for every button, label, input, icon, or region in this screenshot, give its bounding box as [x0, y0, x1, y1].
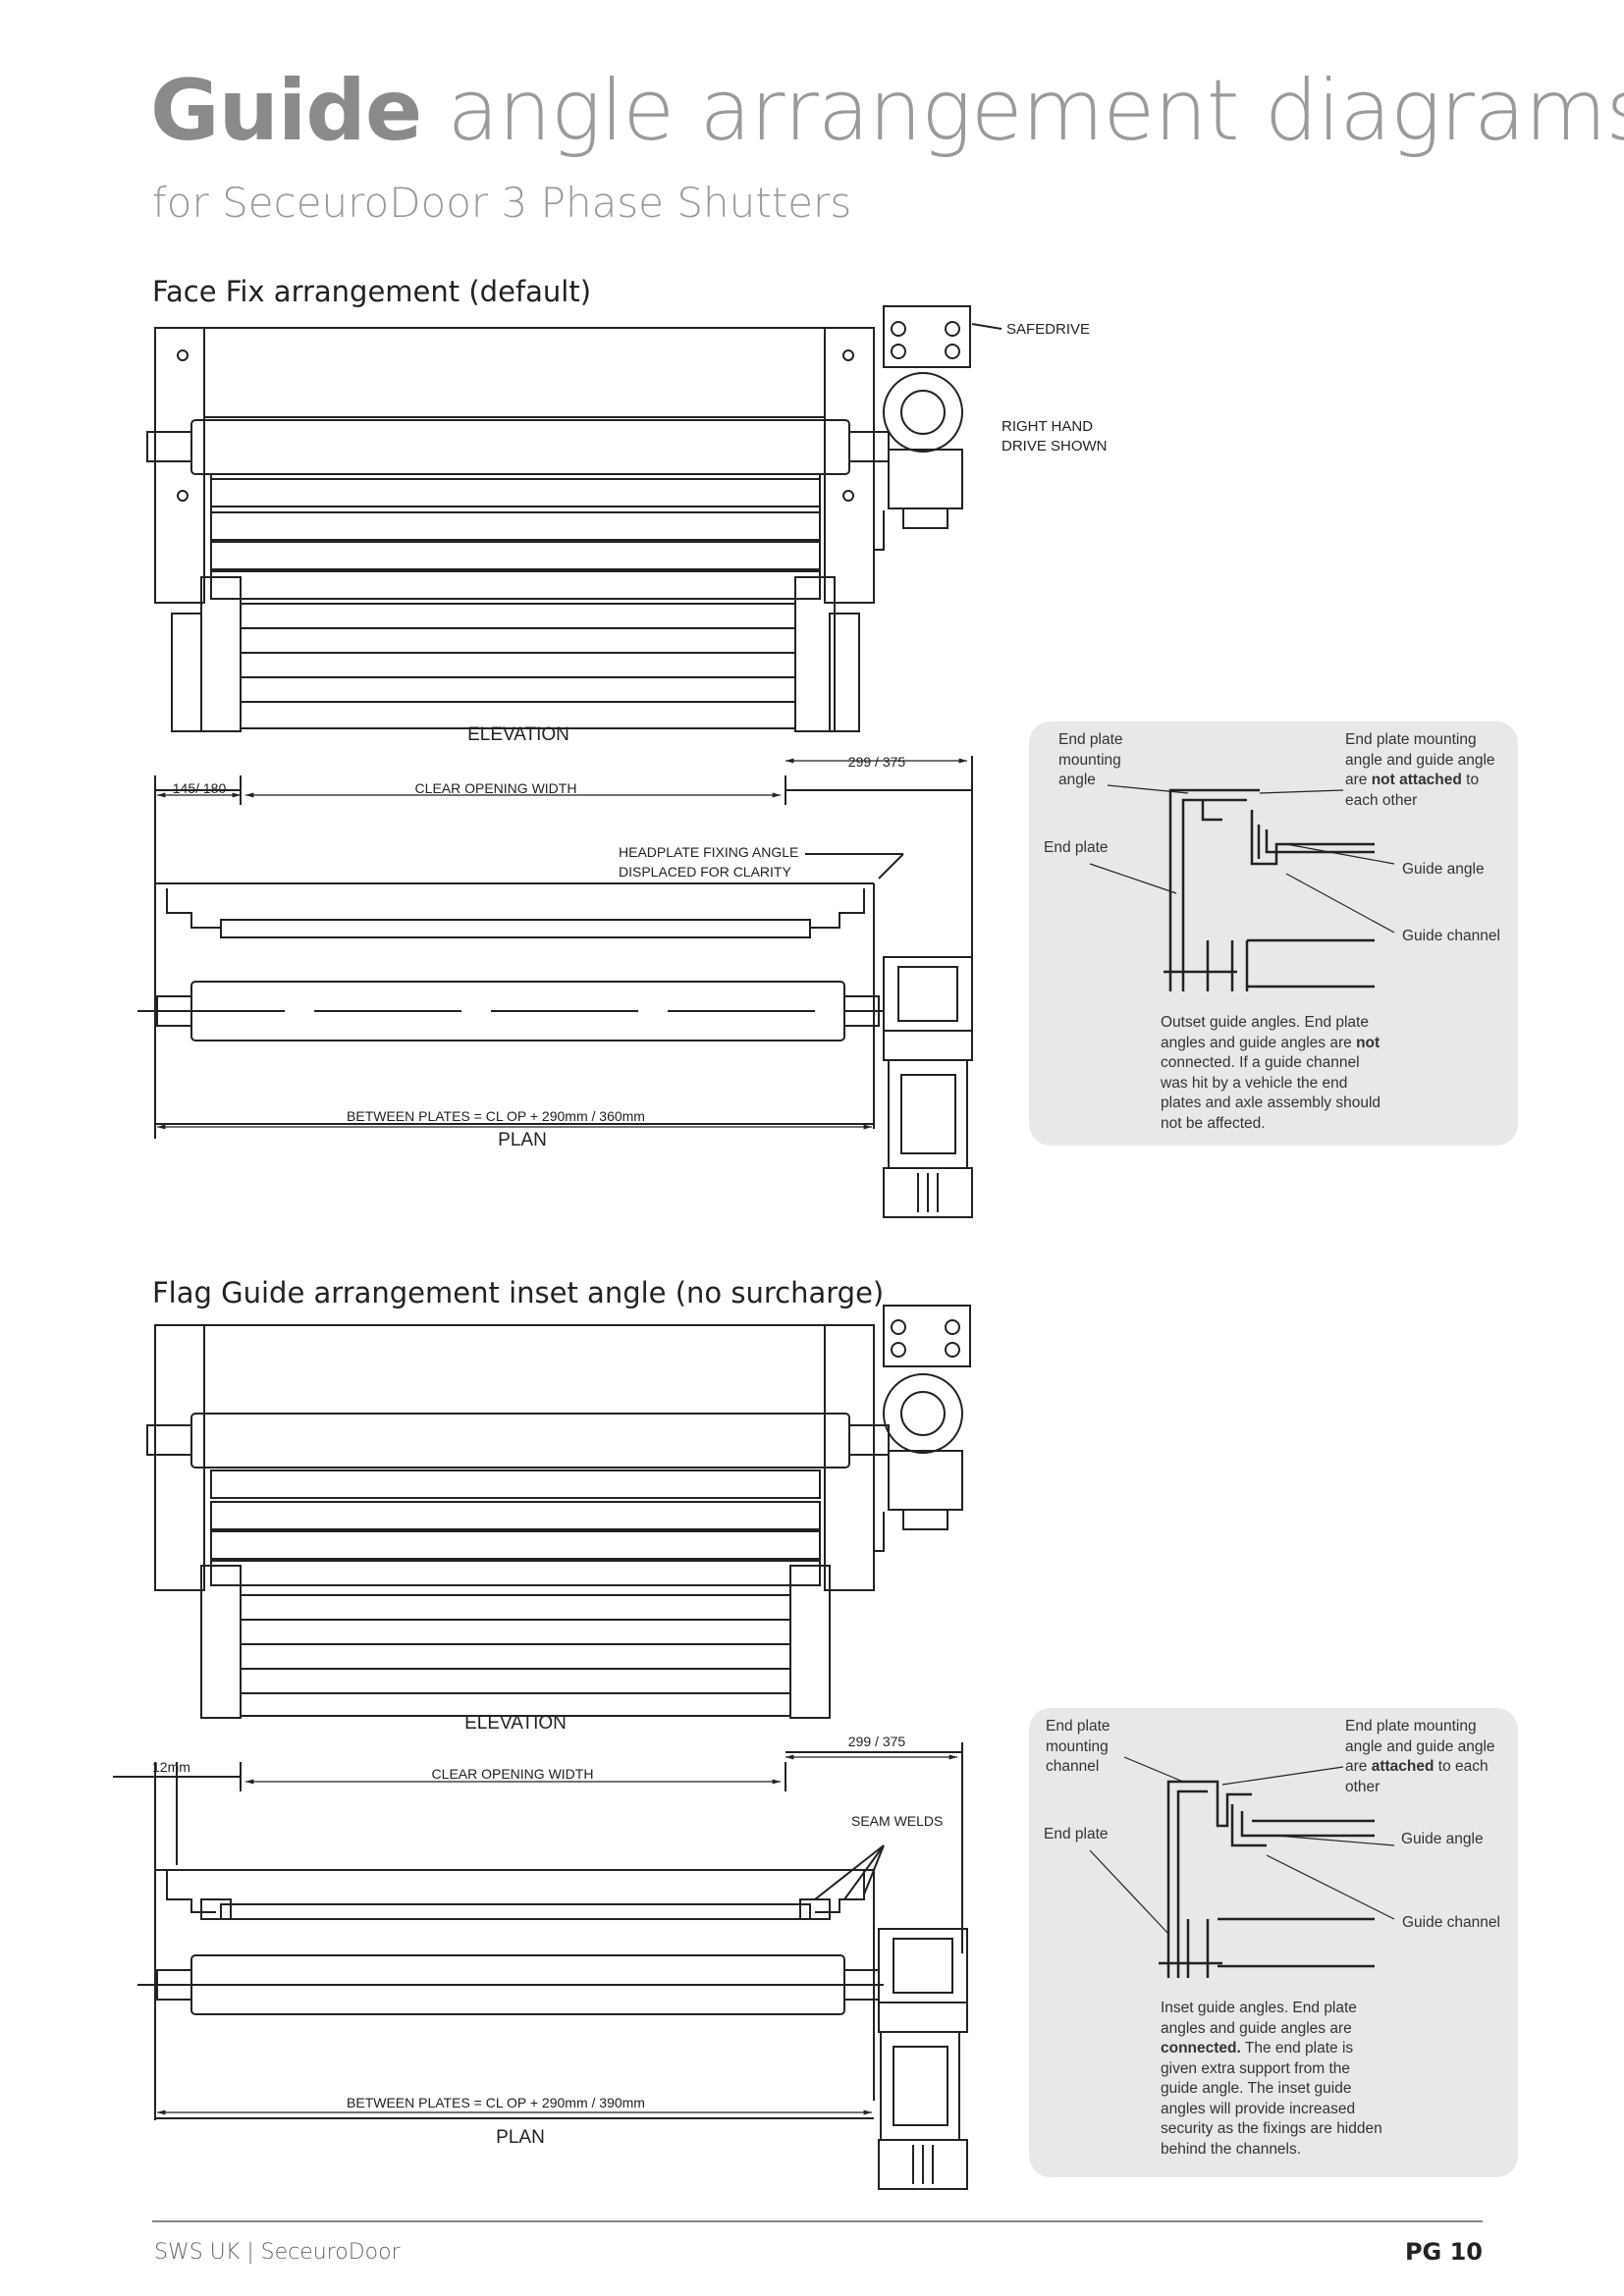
page-subtitle: for SeceuroDoor 3 Phase Shutters — [152, 179, 852, 227]
note2-end-plate-label: End plate — [1044, 1826, 1109, 1842]
between-plates-2: BETWEEN PLATES = CL OP + 290mm / 390mm — [347, 2095, 645, 2110]
note1-right-label: End plate mounting angle and guide angle… — [1345, 730, 1495, 811]
title-bold: Guide — [150, 62, 422, 160]
plan-1-label: PLAN — [498, 1130, 547, 1150]
note2-desc-b: The end plate is given extra support fro… — [1161, 2040, 1382, 2158]
note1-end-plate-label: End plate — [1044, 839, 1109, 856]
right-hand-label-2: DRIVE SHOWN — [1001, 438, 1108, 454]
note1-end-plate-mounting-label: End plate mounting angle — [1058, 731, 1123, 788]
note1-guide-angle-label: Guide angle — [1402, 861, 1485, 878]
page-title: Guide angle arrangement diagrams — [150, 69, 1624, 153]
plan-1-drawing — [137, 756, 973, 1218]
dimension-lines — [157, 758, 967, 2115]
dim-12mm: 12mm — [152, 1759, 190, 1775]
detail-1-leaders — [1089, 784, 1395, 934]
plan-2-label: PLAN — [496, 2127, 545, 2148]
dim-299-2: 299 / 375 — [848, 1734, 906, 1749]
footer-divider — [152, 2220, 1483, 2222]
note1-right-b: to each other — [1345, 772, 1480, 809]
elevation-2-label: ELEVATION — [464, 1713, 567, 1734]
note2-right-label: End plate mounting angle and guide angle… — [1345, 1717, 1495, 1797]
section2-heading: Flag Guide arrangement inset angle (no s… — [152, 1276, 885, 1309]
clear-opening-1: CLEAR OPENING WIDTH — [415, 780, 577, 796]
elevation-2-drawing — [146, 1305, 971, 1719]
dim-299-1: 299 / 375 — [848, 754, 906, 770]
detail-2-leaders — [1089, 1756, 1395, 1935]
between-plates-1: BETWEEN PLATES = CL OP + 290mm / 360mm — [347, 1108, 645, 1124]
note1-guide-channel-label: Guide channel — [1402, 928, 1500, 944]
headplate-label-1: HEADPLATE FIXING ANGLE — [619, 844, 798, 860]
note2-description: Inset guide angles. End plate angles and… — [1161, 1999, 1382, 2160]
footer-brand: SWS UK | SeceuroDoor — [154, 2240, 401, 2265]
elevation-1-drawing — [146, 305, 1002, 732]
note2-desc-a: Inset guide angles. End plate angles and… — [1161, 2000, 1357, 2037]
note2-right-b: to each other — [1345, 1758, 1489, 1795]
note1-desc-b: connected. If a guide channel was hit by… — [1161, 1054, 1381, 1132]
plan-2-drawing — [113, 1742, 968, 2190]
page-number: PG 10 — [1404, 2238, 1483, 2266]
note1-right-a: End plate mounting angle and guide angle… — [1345, 731, 1495, 788]
note1-right-bold: not attached — [1371, 772, 1462, 788]
detail-2-drawing — [1159, 1780, 1375, 1978]
headplate-label-2: DISPLACED FOR CLARITY — [619, 864, 791, 880]
note2-right-a: End plate mounting angle and guide angle… — [1345, 1718, 1495, 1775]
dim-145: 145/ 180 — [173, 780, 227, 796]
note2-guide-channel-label: Guide channel — [1402, 1914, 1500, 1931]
note1-desc-a: Outset guide angles. End plate angles an… — [1161, 1014, 1369, 1051]
right-hand-label-1: RIGHT HAND — [1001, 418, 1093, 435]
note-panel-2 — [1029, 1708, 1518, 2177]
detail-1-drawing — [1164, 788, 1375, 991]
note1-description: Outset guide angles. End plate angles an… — [1161, 1013, 1380, 1134]
elevation-1-label: ELEVATION — [467, 724, 569, 745]
safedrive-label: SAFEDRIVE — [1006, 321, 1090, 338]
note2-guide-angle-label: Guide angle — [1401, 1831, 1484, 1847]
note2-desc-bold: connected. — [1161, 2040, 1241, 2056]
section1-heading: Face Fix arrangement (default) — [152, 275, 592, 308]
note2-right-bold: attached — [1371, 1758, 1435, 1775]
title-rest: angle arrangement diagrams — [421, 62, 1624, 160]
seam-welds-label: SEAM WELDS — [851, 1813, 943, 1829]
note1-desc-bold: not — [1356, 1034, 1380, 1051]
clear-opening-2: CLEAR OPENING WIDTH — [432, 1766, 594, 1782]
note2-end-plate-mounting-label: End plate mounting channel — [1046, 1718, 1110, 1775]
